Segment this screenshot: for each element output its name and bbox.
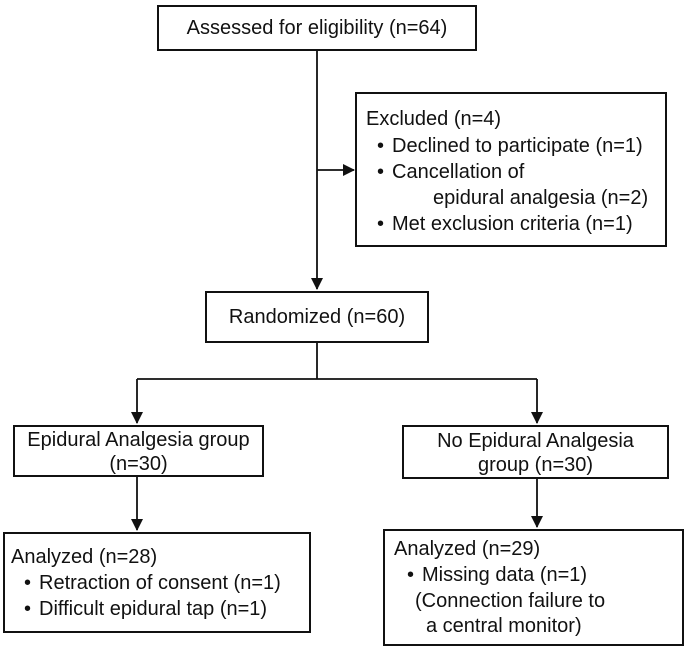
excluded-bullet-2: • [377,161,385,183]
epidural-group-box: Epidural Analgesia group (n=30) [13,425,264,477]
excluded-item-2: Cancellation of [392,161,525,183]
analyzed-left-item-2: Difficult epidural tap (n=1) [39,598,268,620]
analyzed-right-title: Analyzed (n=29) [394,538,541,560]
analyzed-left-item-1: Retraction of consent (n=1) [39,572,281,594]
analyzed-right-box: Analyzed (n=29) • Missing data (n=1) (Co… [383,529,684,646]
analyzed-left-bullet-2: • [24,598,32,620]
excluded-item-2-continued: epidural analgesia (n=2) [433,187,649,209]
randomized-box: Randomized (n=60) [205,291,429,343]
analyzed-right-item-1-note-2: a central monitor) [426,615,582,637]
excluded-item-1: Declined to participate (n=1) [392,135,643,157]
analyzed-right-bullet-1: • [407,564,415,586]
no-epidural-group-line1: No Epidural Analgesia [437,430,634,452]
no-epidural-group-box: No Epidural Analgesia group (n=30) [402,425,669,479]
analyzed-left-bullet-1: • [24,572,32,594]
excluded-box: Excluded (n=4) • Declined to participate… [355,92,667,247]
epidural-group-line1: Epidural Analgesia group [27,429,250,451]
no-epidural-group-line2: group (n=30) [477,454,594,476]
excluded-bullet-3: • [377,213,385,235]
assessed-text: Assessed for eligibility (n=64) [186,17,448,39]
excluded-bullet-1: • [377,135,385,157]
analyzed-right-item-1: Missing data (n=1) [422,564,588,586]
analyzed-right-item-1-note-1: (Connection failure to [415,590,606,612]
randomized-text: Randomized (n=60) [228,306,406,328]
excluded-item-3: Met exclusion criteria (n=1) [392,213,633,235]
analyzed-left-title: Analyzed (n=28) [11,546,158,568]
epidural-group-line2: (n=30) [109,453,168,475]
analyzed-left-box: Analyzed (n=28) • Retraction of consent … [3,532,311,633]
excluded-title: Excluded (n=4) [366,108,502,130]
assessed-box: Assessed for eligibility (n=64) [157,5,477,51]
